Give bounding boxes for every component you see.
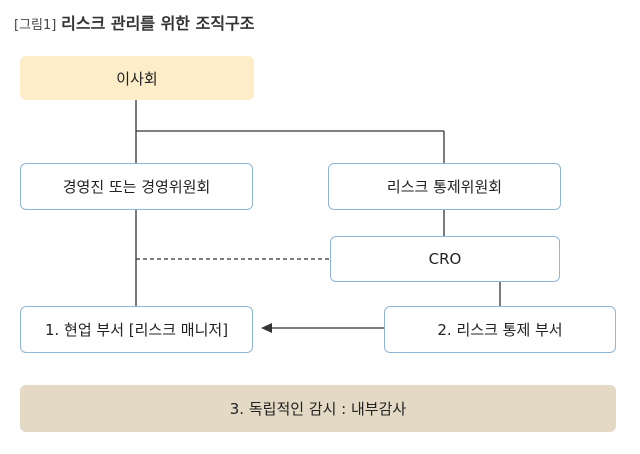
node-risk-committee: 리스크 통제위원회 [328, 163, 561, 210]
node-risk-control-dept: 2. 리스크 통제 부서 [384, 306, 616, 353]
arrow-head [261, 323, 272, 333]
figure-title: [그림1] 리스크 관리를 위한 조직구조 [14, 10, 254, 34]
node-board: 이사회 [20, 56, 254, 100]
node-cro: CRO [330, 236, 560, 282]
node-risk-control-dept-label: 2. 리스크 통제 부서 [437, 321, 563, 339]
node-internal-audit: 3. 독립적인 감시 : 내부감사 [20, 385, 616, 432]
node-risk-committee-label: 리스크 통제위원회 [386, 178, 503, 196]
figure-title-text: 리스크 관리를 위한 조직구조 [61, 14, 255, 33]
node-cro-label: CRO [428, 250, 462, 268]
figure-title-prefix: [그림1] [14, 18, 57, 33]
node-management: 경영진 또는 경영위원회 [20, 163, 253, 210]
node-field-dept: 1. 현업 부서 [리스크 매니저] [20, 306, 253, 353]
node-internal-audit-label: 3. 독립적인 감시 : 내부감사 [229, 400, 407, 418]
node-board-label: 이사회 [116, 69, 158, 88]
node-field-dept-label: 1. 현업 부서 [리스크 매니저] [44, 321, 229, 339]
node-management-label: 경영진 또는 경영위원회 [62, 178, 211, 196]
